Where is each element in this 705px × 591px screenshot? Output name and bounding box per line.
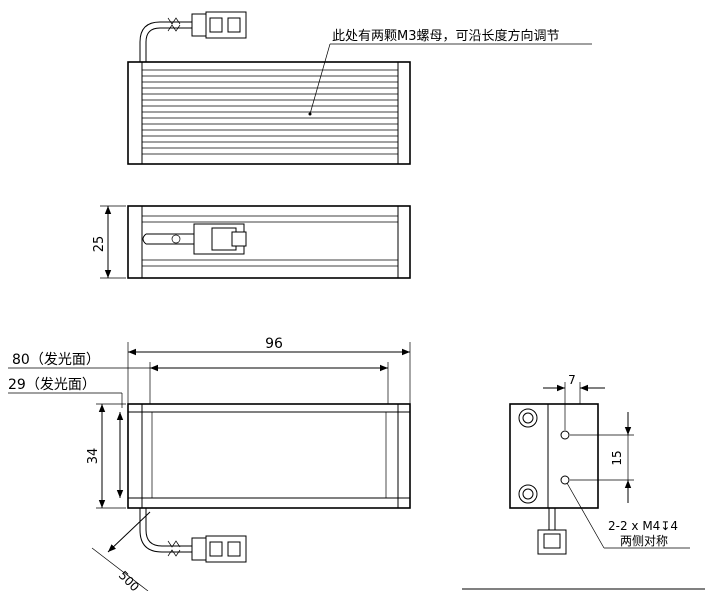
top-view: 此处有两颗M3螺母，可沿长度方向调节	[127, 11, 592, 165]
dim-height-25: 25	[92, 236, 107, 253]
dim-cable-500: 500	[116, 568, 142, 591]
heatsink-fins	[142, 69, 398, 155]
emit-80-label: 80（发光面）	[12, 352, 100, 368]
top-note-label: 此处有两颗M3螺母，可沿长度方向调节	[332, 28, 560, 44]
emit-29-label: 29（发光面）	[8, 377, 96, 393]
end-view: 7 15 2-2 x M4↧4 两侧对称	[509, 373, 690, 555]
dim-spacing-15: 15	[610, 450, 624, 465]
front-view: 96 80（发光面） 29（发光面） 34 50	[8, 336, 411, 591]
dim-length-96: 96	[265, 336, 283, 352]
hole-callout-line1: 2-2 x M4↧4	[608, 519, 678, 533]
dim-offset-7: 7	[568, 373, 576, 387]
side-view: 25	[92, 205, 411, 279]
dim-width-34: 34	[86, 448, 101, 465]
hole-callout-line2: 两侧对称	[620, 534, 668, 548]
